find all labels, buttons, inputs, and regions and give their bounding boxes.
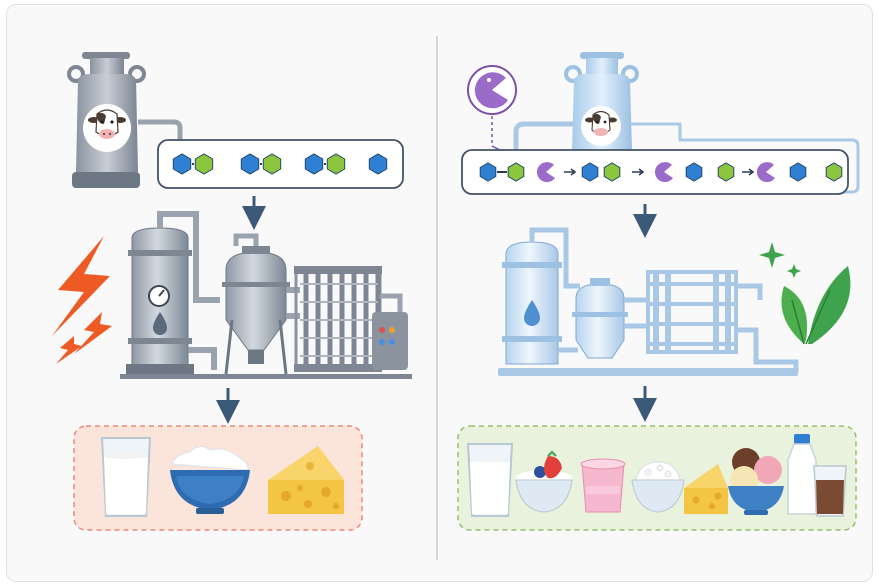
enzyme-reaction-chain [479,162,843,183]
can-outlet-pipe [138,119,183,142]
galactose-hexagon-icon [603,162,621,182]
glucose-hexagon-icon [581,162,599,182]
leaf-icon [781,266,851,345]
lactose-molecule-chain [172,153,388,175]
lightning-bolt-icon [52,236,112,364]
milk-glass-icon [100,437,152,517]
cheese-wedge-icon [684,464,728,514]
glucose-hexagon-icon [172,153,192,175]
glucose-hexagon-icon [789,162,807,182]
milk-bottle-icon [787,434,817,515]
galactose-hexagon-icon [825,162,843,182]
conventional-processing-plant [120,211,412,379]
sparkle-icon [759,242,801,278]
galactose-hexagon-icon [262,153,282,175]
lactase-enzyme-icon [536,162,555,183]
berry-yogurt-bowl-icon [515,450,573,513]
cottage-cheese-bowl-icon [631,461,685,513]
cheese-wedge-icon [268,446,344,514]
reaction-arrow-icon [632,168,645,176]
milk-glass-icon [466,443,514,517]
water-drop-icon [524,300,540,326]
lactase-enzyme-icon [654,162,673,183]
water-drop-icon [153,312,167,335]
cow-face-icon [88,109,126,139]
glucose-hexagon-icon [304,153,324,175]
galactose-hexagon-icon [717,162,735,182]
lactase-enzyme-icon [756,162,775,183]
reaction-arrow-icon [742,168,755,176]
glucose-hexagon-icon [685,162,703,182]
reaction-arrow-icon [564,168,577,176]
enzymatic-processing-plant [498,227,799,376]
galactose-hexagon-icon [507,162,525,182]
glucose-hexagon-icon [479,162,497,182]
enzyme-icon [467,65,517,115]
yogurt-bowl-icon [170,446,250,514]
glucose-hexagon-icon [368,153,388,175]
left-panel-conventional [52,52,412,531]
ice-cream-bowl-icon [728,448,784,515]
glucose-hexagon-icon [240,153,260,175]
galactose-hexagon-icon [194,153,214,175]
pink-yogurt-cup-icon [580,458,626,513]
cow-face-icon [585,110,617,136]
chocolate-milk-glass-icon [813,465,847,517]
galactose-hexagon-icon [326,153,346,175]
right-panel-enzymatic [457,52,860,531]
